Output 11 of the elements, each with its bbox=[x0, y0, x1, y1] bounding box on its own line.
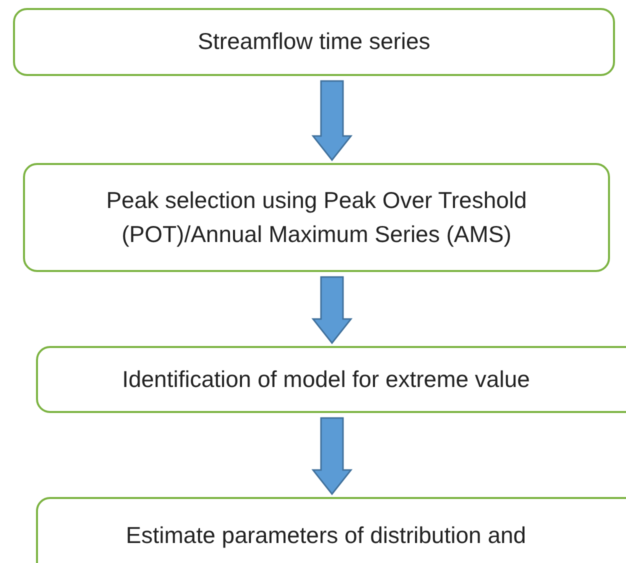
process-box bbox=[23, 163, 610, 272]
step-text: Identification of model for extreme value bbox=[122, 364, 530, 394]
step-text: Streamflow time series bbox=[198, 27, 430, 56]
step-text: Estimate parameters of distribution and bbox=[126, 521, 526, 550]
block-arrow bbox=[311, 417, 353, 496]
process-box bbox=[36, 346, 626, 413]
block-arrow bbox=[311, 80, 353, 162]
step-text: Peak selection using Peak Over Treshold (POT)/Annual Maximum Series (AMS) bbox=[105, 186, 528, 249]
block-arrow bbox=[311, 276, 353, 344]
process-box bbox=[36, 497, 626, 563]
process-box bbox=[13, 8, 615, 76]
